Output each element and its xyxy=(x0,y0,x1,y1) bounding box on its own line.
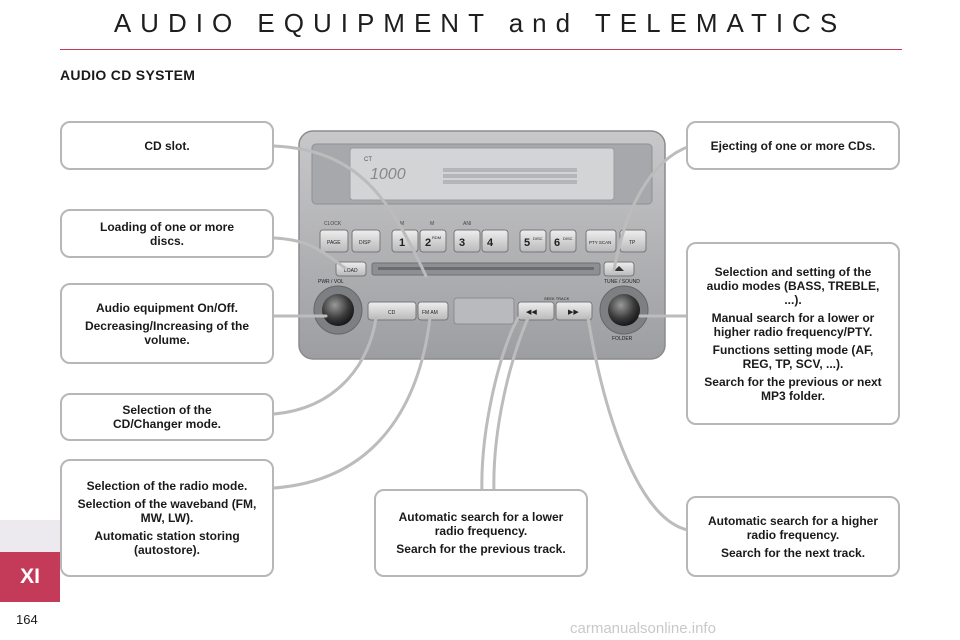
disp-button[interactable] xyxy=(351,229,381,253)
load-label: LOAD xyxy=(344,268,358,274)
svg-text:DISC: DISC xyxy=(563,236,573,241)
svg-text:DISC: DISC xyxy=(533,236,543,241)
leader-seek-up xyxy=(586,316,690,532)
leader-loading xyxy=(272,236,347,270)
svg-text:TP: TP xyxy=(629,240,636,246)
callout-cd-mode: Selection of the CD/Changer mode. xyxy=(60,393,274,441)
cd-button[interactable] xyxy=(367,301,417,321)
page-number: 164 xyxy=(16,612,38,627)
display-segments xyxy=(443,168,577,184)
chapter-tab-strip xyxy=(0,520,60,552)
leader-cd-mode xyxy=(272,316,378,416)
leader-cd-slot xyxy=(272,144,428,278)
page-title: AUDIO EQUIPMENT and TELEMATICS xyxy=(113,8,847,38)
chapter-tab: XI xyxy=(0,552,60,602)
preset-2-button[interactable] xyxy=(419,229,447,253)
leader-seek-down-2 xyxy=(492,316,530,496)
preset-6-button[interactable] xyxy=(549,229,577,253)
callout-tune-sound: Selection and setting of the audio modes… xyxy=(686,242,900,425)
callout-seek-down: Automatic search for a lower radio frequ… xyxy=(374,489,588,577)
title-divider xyxy=(60,49,902,50)
eject-icon xyxy=(614,266,624,271)
top-label-ani: ANI xyxy=(463,221,471,227)
callout-cd-slot: CD slot. xyxy=(60,121,274,170)
svg-text:5: 5 xyxy=(524,237,530,249)
seek-label: SEEK TRACK xyxy=(544,296,570,301)
fm-am-button[interactable] xyxy=(417,301,449,321)
svg-text:PAGE: PAGE xyxy=(327,240,341,246)
svg-text:3: 3 xyxy=(459,237,465,249)
svg-text:DISP: DISP xyxy=(359,240,371,246)
tune-sound-knob[interactable] xyxy=(608,294,640,326)
svg-text:4: 4 xyxy=(487,237,494,249)
callout-seek-up: Automatic search for a higher radio freq… xyxy=(686,496,900,577)
button-row: PAGE DISP 1 2 RDM 3 4 5 DISC 6 DISC PTY … xyxy=(319,229,647,253)
svg-text:2: 2 xyxy=(425,237,431,249)
top-label-clock: CLOCK xyxy=(324,221,342,227)
preset-4-button[interactable] xyxy=(481,229,509,253)
seek-down-icon: ◀◀ xyxy=(526,309,537,316)
leader-seek-down-1 xyxy=(480,316,520,496)
svg-text:6: 6 xyxy=(554,237,560,249)
pty-scan-button[interactable] xyxy=(585,229,617,253)
page-button[interactable] xyxy=(319,229,349,253)
blank-panel xyxy=(453,297,515,325)
top-label-m2: M xyxy=(430,221,434,227)
watermark: carmanualsonline.info xyxy=(570,620,716,637)
callout-loading: Loading of one or more discs. xyxy=(60,209,274,258)
svg-text:PTY SCAN: PTY SCAN xyxy=(589,240,611,245)
seek-up-button[interactable] xyxy=(555,301,593,321)
leader-radio-mode xyxy=(272,316,432,490)
volume-knob[interactable] xyxy=(322,294,354,326)
section-heading: AUDIO CD SYSTEM xyxy=(60,67,196,83)
svg-text:1: 1 xyxy=(399,237,405,249)
seek-up-icon: ▶▶ xyxy=(568,309,579,316)
leader-eject xyxy=(612,144,692,272)
svg-text:RDM: RDM xyxy=(432,235,441,240)
right-knob-label: TUNE / SOUND xyxy=(604,279,640,285)
display-ct-label: CT xyxy=(364,157,372,163)
display-digits: 1000 xyxy=(370,166,406,183)
top-label-m1: M xyxy=(400,221,404,227)
preset-3-button[interactable] xyxy=(453,229,481,253)
svg-text:CD: CD xyxy=(388,310,396,316)
callout-power-volume: Audio equipment On/Off. Decreasing/Incre… xyxy=(60,283,274,364)
callout-eject: Ejecting of one or more CDs. xyxy=(686,121,900,170)
radio-unit-illustration: CT 1000 CLOCK M M ANI PAGE DISP 1 2 RDM … xyxy=(298,130,666,360)
seek-down-button[interactable] xyxy=(517,301,555,321)
preset-5-button[interactable] xyxy=(519,229,547,253)
right-knob-sublabel: FOLDER xyxy=(612,336,633,342)
svg-text:FM AM: FM AM xyxy=(422,310,438,316)
callout-radio-mode: Selection of the radio mode. Selection o… xyxy=(60,459,274,577)
left-knob-label: PWR / VOL xyxy=(318,279,344,285)
